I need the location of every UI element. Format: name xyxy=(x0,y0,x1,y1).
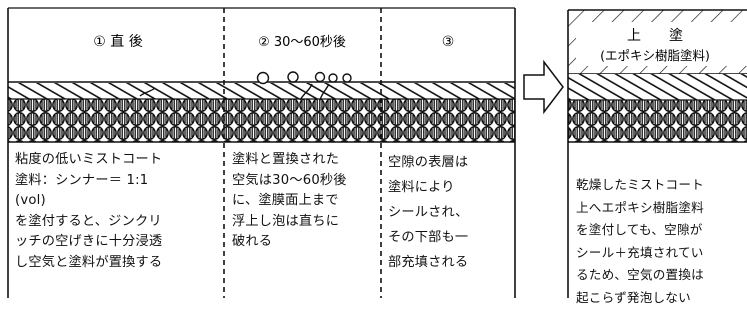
stage-1-header: ① 直 後 xyxy=(93,33,142,50)
stage-2-description: 塗料と置換された 空気は30～60秒後 に、塗膜面上まで 浮上し泡は直ちに 破れ… xyxy=(232,152,347,249)
zinc-rich-layer-right xyxy=(568,100,747,142)
topcoat-sublabel: (エポキシ樹脂塗料) xyxy=(600,48,710,63)
mist-coat-layer xyxy=(8,83,515,99)
right-arrow-icon xyxy=(523,59,564,115)
stage-2-header: ② 30～60秒後 xyxy=(258,35,346,50)
air-bubbles xyxy=(256,71,352,101)
mist-coat-layer-right xyxy=(568,74,747,100)
topcoat-label-bg xyxy=(576,22,747,66)
stage-1-description: 粘度の低いミストコート 塗料：シンナー＝ 1:1 (vol) を塗付すると、ジン… xyxy=(15,152,163,270)
topcoat-panel xyxy=(567,9,747,298)
zinc-rich-layer xyxy=(8,99,515,142)
stage-3-description: 空隙の表層は 塗料により シールされ、 その下部も一 部充填される xyxy=(388,155,469,270)
penetration-marks xyxy=(139,87,156,97)
topcoat-description: 乾燥したミストコート 上へエポキシ樹脂塗料 を塗付しても、空隙が シール＋充填さ… xyxy=(576,177,704,305)
stages-panel xyxy=(7,7,516,298)
topcoat-label: 上 塗 xyxy=(627,27,683,44)
stage-3-header: ③ xyxy=(442,34,455,50)
